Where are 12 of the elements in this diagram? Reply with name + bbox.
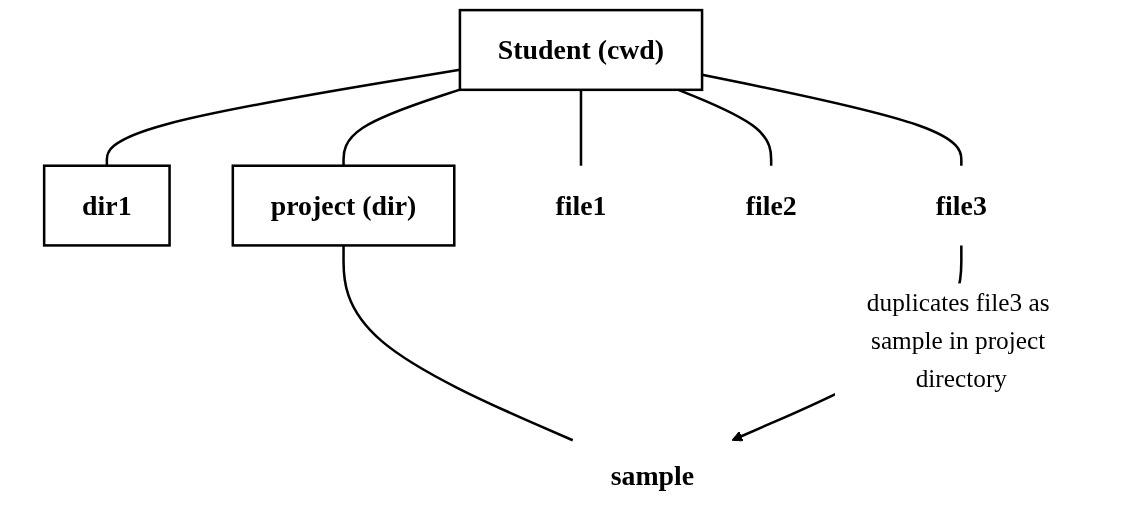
connector bbox=[579, 89, 583, 166]
node-text: file2 bbox=[745, 189, 797, 222]
node-text: file1 bbox=[555, 189, 607, 222]
node-box: dir1 bbox=[42, 164, 171, 247]
connector bbox=[105, 68, 461, 166]
connector bbox=[342, 245, 574, 442]
connector bbox=[342, 88, 461, 166]
node-box: Student (cwd) bbox=[458, 8, 704, 92]
edge-label: duplicates file3 as sample in project directory bbox=[866, 288, 1050, 393]
node-box: project (dir) bbox=[231, 164, 456, 247]
node-text: file3 bbox=[935, 189, 987, 222]
node-text: sample bbox=[610, 459, 695, 491]
